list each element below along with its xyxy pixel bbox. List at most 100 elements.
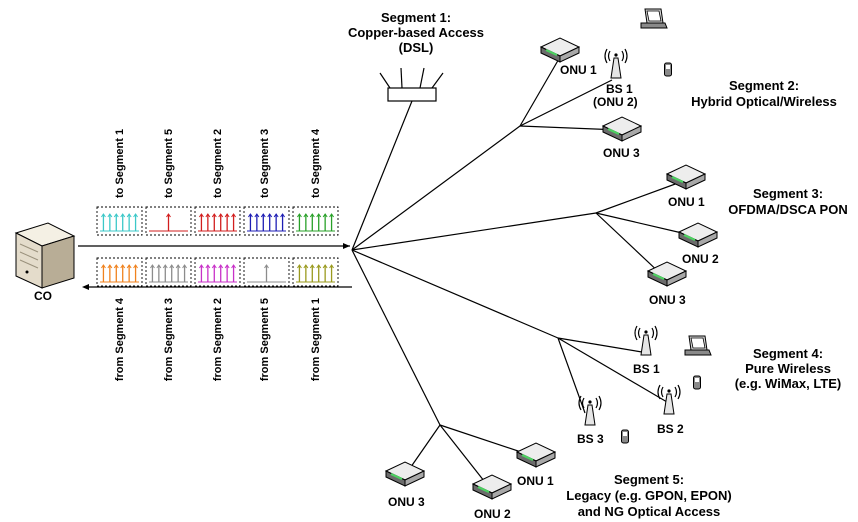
seg4-bs2-icon	[657, 384, 681, 415]
carrier-arrow	[101, 264, 106, 269]
carrier-arrow	[162, 264, 168, 269]
carrier-arrow	[199, 213, 204, 218]
carrier-arrow	[316, 264, 322, 269]
seg2-onu1-icon	[539, 36, 581, 64]
link-segment2	[351, 125, 521, 251]
carrier-arrow	[107, 213, 113, 218]
upstream-label: from Segment 1	[310, 298, 322, 381]
carrier-arrow	[199, 264, 204, 269]
downstream-label: to Segment 5	[163, 129, 175, 198]
carrier-arrow	[101, 213, 106, 218]
downstream-labels: to Segment 1 to Segment 5 to Segment 2 t…	[114, 128, 322, 198]
segment4-subtitle: Pure Wireless	[745, 361, 831, 376]
upstream-spectrum-box	[194, 257, 241, 287]
segment2-title: Segment 2:	[729, 78, 799, 93]
carrier-arrow	[316, 213, 322, 218]
upstream-spectrum-box	[243, 257, 290, 287]
carrier-arrow	[280, 213, 285, 218]
dsl-modem-icon	[379, 67, 444, 102]
upstream-label: from Segment 4	[114, 297, 126, 381]
seg5-onu2-icon	[471, 473, 513, 501]
seg2-phone-icon	[664, 62, 672, 77]
seg4-phone1-icon	[693, 375, 701, 390]
carrier-arrow	[248, 213, 253, 218]
downstream-spectrum-box	[194, 206, 241, 236]
carrier-arrow	[224, 213, 230, 218]
seg5-onu1-icon	[515, 441, 557, 469]
seg2-onu3-label: ONU 3	[603, 146, 640, 160]
seg2-laptop-icon	[640, 8, 668, 29]
carrier-arrow	[169, 264, 175, 269]
carrier-arrow	[303, 213, 309, 218]
carrier-arrow	[107, 264, 113, 269]
link-segment5	[351, 249, 441, 426]
segment3-title: Segment 3:	[753, 186, 823, 201]
downstream-spectrum-box	[96, 206, 143, 236]
carrier-arrow	[297, 213, 302, 218]
carrier-arrow	[211, 264, 217, 269]
carrier-arrow	[329, 264, 334, 269]
carrier-arrow	[309, 213, 315, 218]
carrier-arrow	[133, 213, 138, 218]
carrier-arrow	[175, 264, 181, 269]
carrier-arrow	[120, 213, 126, 218]
seg5-onu1-label: ONU 1	[517, 474, 554, 488]
carrier-arrow	[205, 213, 211, 218]
link-segment4	[351, 249, 559, 339]
co-label: CO	[34, 289, 52, 303]
seg4-phone2-icon	[621, 429, 629, 444]
seg2-bs1-sublabel: (ONU 2)	[593, 95, 638, 109]
segment2-subtitle: Hybrid Optical/Wireless	[691, 94, 837, 109]
seg4-bs3-label: BS 3	[577, 432, 604, 446]
upstream-labels: from Segment 4 from Segment 3 from Segme…	[114, 297, 322, 381]
seg4-bs1-label: BS 1	[633, 362, 660, 376]
link-segment3	[351, 212, 597, 251]
carrier-arrow	[182, 264, 187, 269]
carrier-arrow	[231, 213, 236, 218]
seg2-bs1-label: BS 1	[606, 82, 633, 96]
carrier-arrow	[329, 213, 334, 218]
segment4-subtitle2: (e.g. WiMax, LTE)	[735, 376, 842, 391]
seg2-onu3-icon	[601, 115, 643, 143]
carrier-arrow	[156, 264, 162, 269]
carrier-arrow	[273, 213, 279, 218]
carrier-arrow	[218, 264, 224, 269]
segment5-title: Segment 5:	[614, 472, 684, 487]
upstream-label: from Segment 3	[163, 298, 175, 381]
seg3-onu1-label: ONU 1	[668, 195, 705, 209]
seg5-onu2-label: ONU 2	[474, 507, 511, 521]
carrier-arrow	[260, 213, 266, 218]
carrier-arrow	[205, 264, 211, 269]
upstream-spectrum-box	[292, 257, 339, 287]
carrier-arrow	[113, 264, 119, 269]
carrier-arrow	[218, 213, 224, 218]
carrier-arrow	[309, 264, 315, 269]
segment5-subtitle: Legacy (e.g. GPON, EPON)	[566, 488, 731, 503]
seg3-onu2-label: ONU 2	[682, 252, 719, 266]
segment1-subtitle2: (DSL)	[399, 40, 434, 55]
carrier-arrow	[303, 264, 309, 269]
carrier-arrow	[322, 264, 328, 269]
upstream-label: from Segment 2	[212, 298, 224, 381]
link-segment1	[351, 100, 413, 251]
carrier-arrow	[231, 264, 236, 269]
downstream-label: to Segment 3	[259, 129, 271, 198]
seg2-onu1-label: ONU 1	[560, 63, 597, 77]
carrier-arrow	[133, 264, 138, 269]
seg4-bs1-icon	[634, 325, 658, 356]
upstream-spectrum-box	[96, 257, 143, 287]
downstream-spectrum-box	[292, 206, 339, 236]
downstream-spectrum-box	[243, 206, 290, 236]
downstream-spectrum-box	[145, 206, 192, 236]
seg2-bs1-icon	[604, 48, 628, 79]
carrier-arrow	[120, 264, 126, 269]
carrier-arrow	[126, 213, 132, 218]
seg4-bs2-label: BS 2	[657, 422, 684, 436]
carrier-arrow	[166, 213, 171, 218]
co-server-icon	[14, 222, 76, 289]
seg5-onu3-label: ONU 3	[388, 495, 425, 509]
carrier-arrow	[113, 213, 119, 218]
segment5-subtitle2: and NG Optical Access	[578, 504, 721, 519]
